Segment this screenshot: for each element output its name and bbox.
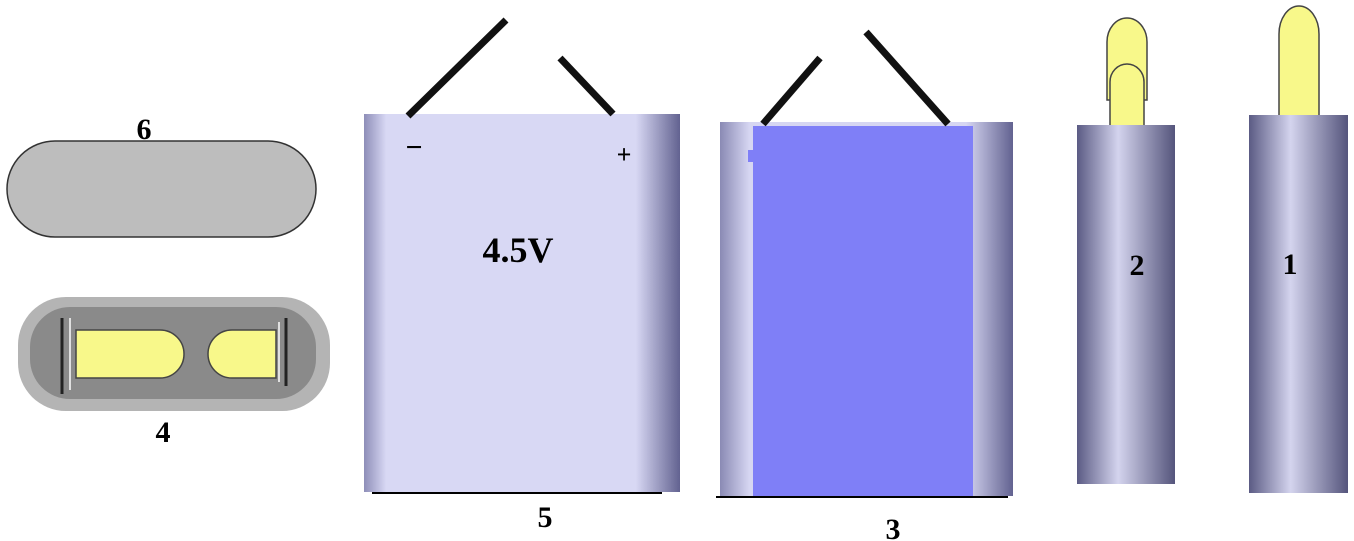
- part-2-cylinder-cell: [1077, 17, 1175, 484]
- case-inner-tab: [748, 150, 756, 162]
- part-5-battery: [364, 17, 680, 494]
- label-part-1: 1: [1283, 248, 1298, 281]
- case-inner-block: [753, 126, 973, 496]
- part-6-end-cap: [6, 140, 317, 238]
- cell-1-body: [1249, 115, 1348, 493]
- battery-body: [364, 114, 680, 492]
- part-4-contact-tray: [18, 297, 330, 411]
- battery-terminal-positive-wire: [557, 55, 616, 117]
- label-part-3: 3: [886, 513, 901, 541]
- end-cap-shape: [6, 140, 317, 238]
- part-3-battery-case: [716, 29, 1013, 498]
- battery-terminal-negative-wire: [405, 17, 509, 119]
- voltage-label: 4.5V: [483, 230, 554, 270]
- part-1-cylinder-cell: [1249, 5, 1348, 493]
- label-part-2: 2: [1130, 249, 1145, 282]
- plus-sign: +: [617, 140, 632, 169]
- case-wire-right: [863, 29, 951, 127]
- cell-2-body: [1077, 125, 1175, 484]
- minus-sign: −: [405, 131, 422, 164]
- label-part-6: 6: [137, 113, 152, 146]
- label-part-5: 5: [538, 501, 553, 534]
- tray-contact-right: [207, 329, 277, 379]
- tray-contact-left: [75, 329, 185, 379]
- cell-2-contact-lower: [1109, 63, 1145, 127]
- cell-1-contact: [1278, 5, 1320, 119]
- case-wire-left: [760, 55, 823, 127]
- label-part-4: 4: [156, 416, 171, 449]
